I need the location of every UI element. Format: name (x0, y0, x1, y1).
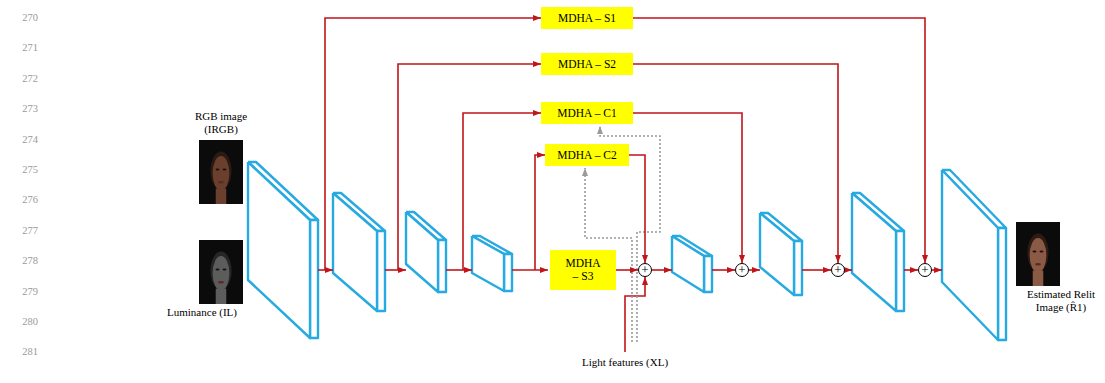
feature-block (672, 236, 704, 292)
attention-block: MDHA – C1 (541, 102, 633, 124)
input-caption-text: RGB image (IRGB) (195, 110, 247, 135)
sum-circle: + (831, 263, 845, 277)
sum-circle: + (735, 263, 749, 277)
line-number-text: 271 (22, 42, 38, 53)
line-number-text: 279 (22, 286, 38, 297)
line-number: 276 (4, 193, 38, 206)
line-number-text: 278 (22, 255, 38, 266)
attention-output-arrow (633, 18, 925, 263)
block-name: MDHA – C2 (557, 149, 616, 162)
line-number: 277 (4, 224, 38, 237)
attention-output-arrow (629, 155, 645, 263)
attention-output-arrow (633, 64, 838, 263)
feature-flow-arrow (749, 269, 760, 271)
input-caption: Light features (XL) (565, 356, 685, 369)
feature-block (406, 212, 438, 292)
line-number-text: 272 (22, 73, 38, 84)
input-caption: RGB image (IRGB) (186, 110, 256, 136)
line-number: 275 (4, 163, 38, 176)
input-caption-text: Light features (XL) (582, 356, 668, 368)
feature-flow-arrow (463, 113, 541, 270)
feature-block (760, 213, 794, 295)
attention-block: MDHA – S1 (541, 7, 633, 29)
sum-symbol: + (641, 264, 648, 276)
feature-flow-arrow (512, 269, 548, 271)
line-number: 279 (4, 285, 38, 298)
attention-output-arrow (633, 113, 742, 263)
block-name: MDHA – C1 (557, 107, 616, 120)
sum-symbol: + (738, 264, 745, 276)
feature-flow-arrow (802, 269, 831, 271)
feature-flow-arrow (625, 277, 645, 352)
line-number-text: 276 (22, 194, 38, 205)
attention-output-arrow (616, 269, 638, 271)
feature-flow-arrow (385, 269, 406, 271)
face-image (199, 140, 243, 204)
feature-flow-arrow (446, 269, 472, 271)
feature-flow-arrow (712, 269, 735, 271)
feature-block (942, 170, 998, 340)
block-name: MDHA – S2 (558, 58, 616, 71)
line-number: 278 (4, 254, 38, 267)
line-number-text: 277 (22, 225, 38, 236)
output-caption-text: Estimated Relit Image (R̂1) (1027, 288, 1095, 313)
feature-block (852, 193, 896, 311)
feature-block (333, 193, 377, 311)
line-number: 272 (4, 72, 38, 85)
output-caption: Estimated Relit Image (R̂1) (1019, 288, 1103, 314)
feature-block (377, 231, 385, 311)
attention-block: MDHA – C2 (545, 144, 629, 166)
sum-symbol: + (834, 264, 841, 276)
input-caption-text: Luminance (IL) (167, 306, 237, 318)
feature-flow-arrow (652, 269, 672, 271)
attention-block: MDHA – S3 (550, 250, 616, 290)
feature-flow-arrow (932, 269, 942, 271)
feature-flow-arrow (398, 64, 541, 270)
line-number-text: 273 (22, 103, 38, 114)
line-number-text: 275 (22, 164, 38, 175)
sum-circle: + (918, 263, 932, 277)
line-number-text: 280 (22, 316, 38, 327)
feature-block (504, 254, 512, 291)
block-name: MDHA – S1 (558, 12, 616, 25)
line-number-text: 270 (22, 12, 38, 23)
line-number: 280 (4, 315, 38, 328)
feature-block (248, 162, 310, 338)
feature-flow-arrow (904, 269, 918, 271)
line-number: 271 (4, 41, 38, 54)
feature-block (472, 236, 504, 291)
face-image (199, 240, 243, 304)
feature-block (438, 240, 446, 292)
feature-flow-arrow (325, 18, 541, 270)
sum-symbol: + (921, 264, 928, 276)
block-name: MDHA – S3 (563, 257, 603, 283)
line-number-text: 281 (22, 346, 38, 357)
line-number-text: 274 (22, 134, 38, 145)
feature-flow-arrow (845, 269, 852, 271)
input-caption: Luminance (IL) (150, 306, 254, 319)
line-number: 270 (4, 11, 38, 24)
sum-circle: + (638, 263, 652, 277)
feature-flow-arrow (535, 155, 545, 270)
line-number: 281 (4, 345, 38, 358)
line-number: 274 (4, 133, 38, 146)
face-image (1016, 222, 1060, 286)
attention-block: MDHA – S2 (541, 53, 633, 75)
line-number: 273 (4, 102, 38, 115)
